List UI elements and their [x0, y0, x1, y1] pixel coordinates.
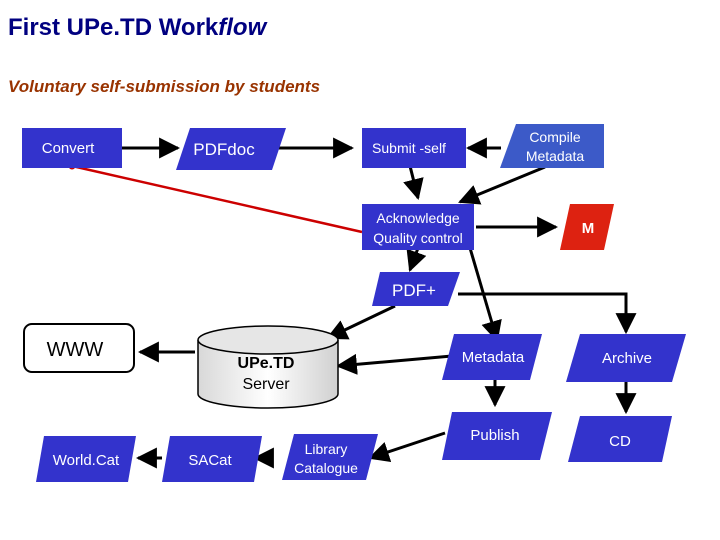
node-m: M [560, 204, 614, 250]
arrow-pdfplus-archive [458, 292, 637, 335]
title-main: First UPe.TD Work [8, 14, 219, 41]
node-archive: Archive [566, 334, 686, 382]
label-library-line2: Catalogue [294, 460, 358, 476]
label-pdfplus: PDF+ [392, 281, 436, 300]
connectors [122, 137, 637, 469]
red-feedback-line [71, 164, 363, 234]
arrow-metadata-server [335, 353, 453, 375]
arrow-submit-ack [403, 165, 424, 201]
label-archive: Archive [602, 350, 652, 367]
page-subtitle: Voluntary self-submission by students [8, 77, 321, 96]
page-title: First UPe.TD Workflow [8, 14, 266, 42]
label-server-line1: UPe.TD [238, 355, 295, 372]
node-pdfdoc: PDFdoc [176, 128, 286, 170]
arrow-compile-ack [458, 165, 546, 205]
node-publish: Publish [442, 412, 552, 460]
node-worldcat: World.Cat [36, 436, 136, 482]
node-sacat: SACat [162, 436, 262, 482]
label-cd: CD [609, 433, 631, 450]
node-upetd-server: UPe.TD Server [197, 325, 339, 409]
label-compile-line1: Compile [529, 129, 581, 145]
title-italic: flow [218, 14, 267, 41]
label-convert: Convert [42, 140, 95, 157]
label-library-line1: Library [305, 441, 348, 457]
label-www: WWW [47, 339, 104, 361]
node-www: WWW [23, 323, 135, 373]
arrow-pdfplus-server [326, 304, 396, 340]
node-convert: Convert [22, 128, 122, 168]
arrow-ack-pdfplus [406, 247, 427, 272]
node-cd: CD [568, 416, 672, 462]
label-metadata: Metadata [462, 349, 525, 366]
label-sacat: SACat [188, 452, 232, 469]
label-submit-self: Submit -self [372, 140, 446, 156]
label-ack-line1: Acknowledge [376, 210, 459, 226]
node-acknowledge: Acknowledge Quality control [362, 204, 474, 250]
node-library-catalogue: Library Catalogue [282, 434, 378, 480]
node-metadata: Metadata [442, 334, 542, 380]
label-publish: Publish [470, 427, 519, 444]
node-compile-metadata: Compile Metadata [500, 124, 604, 168]
label-m: M [582, 220, 595, 237]
label-ack-line2: Quality control [373, 230, 462, 246]
arrow-publish-library [368, 431, 446, 462]
node-pdfplus: PDF+ [372, 272, 460, 306]
label-worldcat: World.Cat [53, 452, 120, 469]
label-pdfdoc: PDFdoc [193, 140, 255, 159]
label-compile-line2: Metadata [526, 148, 585, 164]
label-server-line2: Server [242, 376, 290, 393]
node-submit-self: Submit -self [362, 128, 466, 168]
